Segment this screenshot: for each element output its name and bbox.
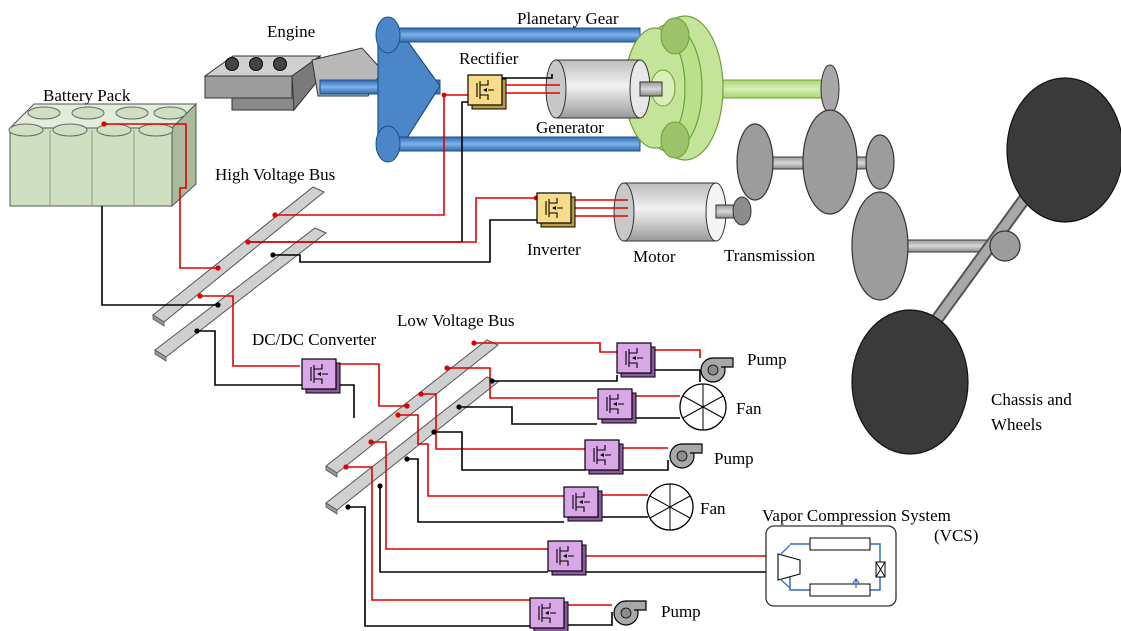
low-voltage-bus xyxy=(326,340,498,514)
switch-fan-2 xyxy=(564,487,602,521)
vcs-box xyxy=(766,526,896,606)
fan-1-label: Fan xyxy=(736,399,762,418)
pump-1-label: Pump xyxy=(747,350,787,369)
chassis-label-line1: Chassis and xyxy=(991,390,1072,409)
generator xyxy=(546,60,662,118)
vcs-label-line2: (VCS) xyxy=(934,526,978,545)
pump-3-label: Pump xyxy=(661,602,701,621)
planetary-gear-label: Planetary Gear xyxy=(517,9,619,28)
inverter-label: Inverter xyxy=(527,240,581,259)
transmission xyxy=(737,110,1000,300)
fan-1-icon xyxy=(680,384,726,430)
pump-2-icon xyxy=(670,444,702,468)
transmission-label: Transmission xyxy=(724,246,816,265)
battery-pack-label: Battery Pack xyxy=(43,86,131,105)
engine xyxy=(205,48,382,110)
inverter xyxy=(537,193,575,227)
dcdc-converter xyxy=(302,359,340,393)
fan-2-label: Fan xyxy=(700,499,726,518)
motor xyxy=(614,183,751,241)
dcdc-converter-label: DC/DC Converter xyxy=(252,330,377,349)
rectifier xyxy=(468,75,506,109)
rectifier-label: Rectifier xyxy=(459,49,519,68)
engine-label: Engine xyxy=(267,22,315,41)
switch-vcs xyxy=(548,541,586,575)
vcs-label-line1: Vapor Compression System xyxy=(762,506,951,525)
switch-pump-2 xyxy=(585,440,623,474)
switch-pump-1 xyxy=(617,343,655,377)
pump-1-icon xyxy=(701,358,733,382)
motor-label: Motor xyxy=(633,247,676,266)
high-voltage-bus-label: High Voltage Bus xyxy=(215,165,335,184)
low-voltage-bus-label: Low Voltage Bus xyxy=(397,311,514,330)
switch-pump-3 xyxy=(530,598,568,631)
pump-2-label: Pump xyxy=(714,449,754,468)
pump-3-icon xyxy=(614,601,646,625)
battery-pack xyxy=(9,104,196,206)
switch-fan-1 xyxy=(598,389,636,423)
chassis-label-line2: Wheels xyxy=(991,415,1042,434)
fan-2-icon xyxy=(647,484,693,530)
generator-label: Generator xyxy=(536,118,604,137)
